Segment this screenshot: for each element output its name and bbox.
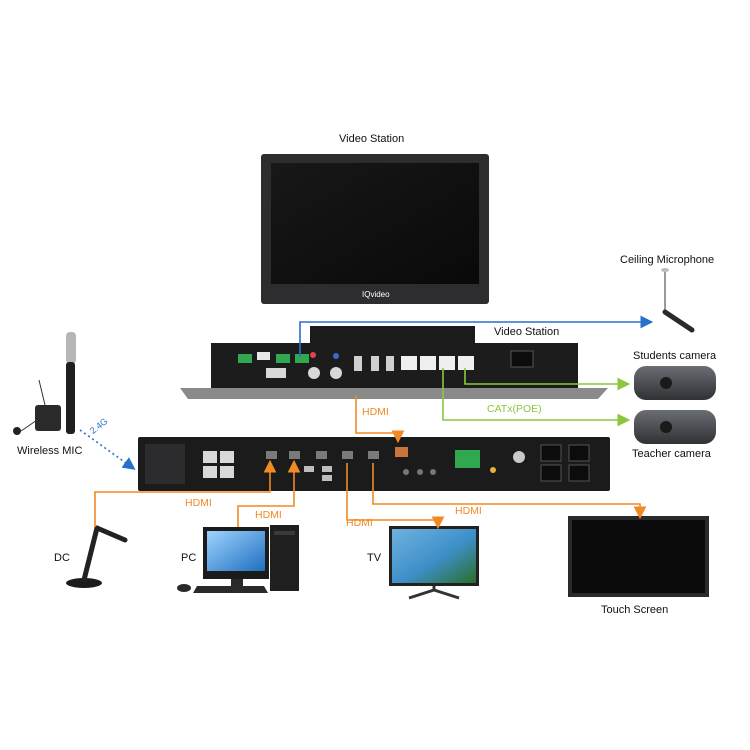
dc-label: DC [54,552,70,564]
video-station-monitor [261,154,489,304]
catx-wires [442,368,631,427]
pc-label: PC [181,552,197,564]
wireless-link [79,429,136,470]
controller-box [138,437,610,491]
tv-label: TV [367,552,382,564]
video-station-side-label: Video Station [494,326,560,338]
document-camera-device [66,525,128,588]
students-camera-device [634,366,716,400]
catx-wire-label: CATx(POE) [487,403,542,415]
video-station-label: Video Station [339,133,405,145]
usb-mic-wire [299,315,654,357]
touch-screen-label: Touch Screen [601,604,669,616]
students-camera-label: Students camera [633,350,717,362]
hdmi-tv-label: HDMI [346,517,373,529]
hdmi-pc-label: HDMI [255,509,282,521]
hdmi-touch-screen-label: HDMI [455,505,482,517]
hdmi-dc-label: HDMI [185,497,212,509]
pc-device [177,525,299,593]
ceiling-microphone-label: Ceiling Microphone [620,254,715,266]
wireless-mic-device [13,332,76,435]
touch-screen-device [568,516,709,597]
hdmi-wire-label: HDMI [362,406,389,418]
hdmi-wires [94,395,647,530]
teacher-camera-label: Teacher camera [632,448,711,460]
teacher-camera-device [634,410,716,444]
video-station-base [180,326,608,399]
wireless-mic-label: Wireless MIC [17,445,83,457]
monitor-brand: IQvideo [362,290,390,299]
ceiling-microphone-device [661,268,695,333]
tv-device [389,526,479,600]
